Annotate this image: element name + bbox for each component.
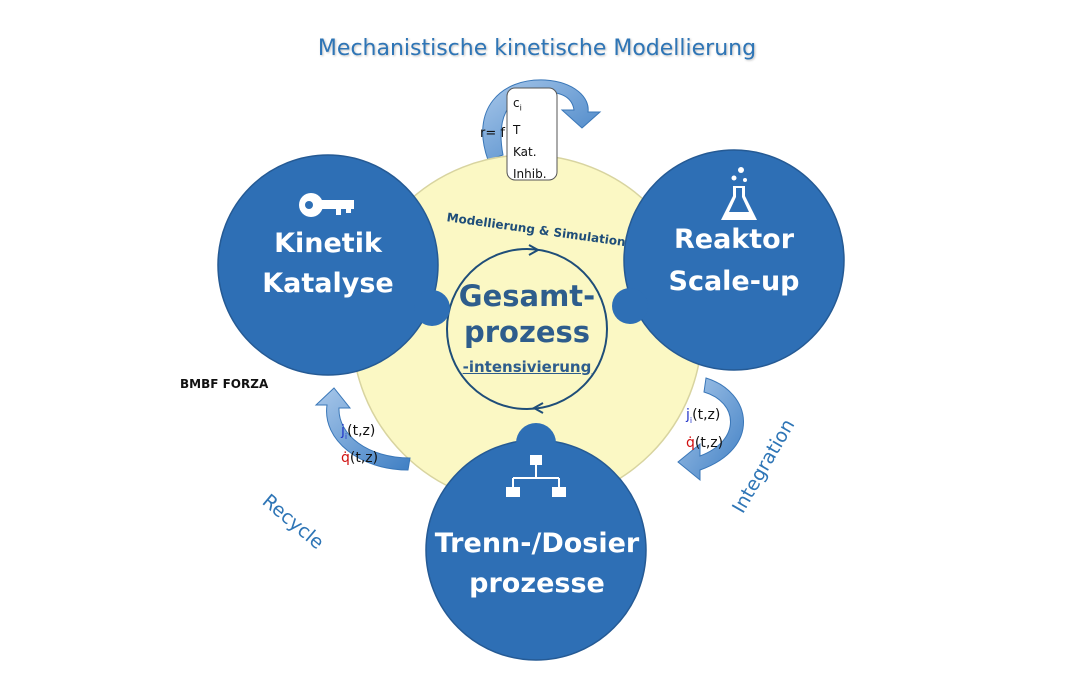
rate-equation-lhs: r= f [480, 126, 505, 141]
reaktor-node [623, 149, 845, 371]
flux-right-q-symbol: q̇ [686, 435, 695, 451]
flux-left-q-args: (t,z) [349, 450, 379, 466]
flux-right-j: ji(t,z) [686, 407, 720, 425]
rate-variable-bracket [506, 87, 558, 181]
kinetik-label-line1: Kinetik [274, 228, 382, 259]
recycle-arrow [314, 387, 411, 471]
diagram-title: Mechanistische kinetische Modellierung [317, 36, 757, 61]
trenn-label-line1: Trenn-/Dosier [434, 528, 640, 559]
flask-icon [721, 167, 757, 220]
rate-variable-c-subscript: i [519, 103, 522, 113]
rate-variable-c: c [513, 96, 520, 110]
flux-left-q: q̇(t,z) [341, 450, 378, 466]
reaktor-label-line1: Reaktor [673, 224, 795, 255]
flux-left-j: ji(t,z) [341, 423, 375, 441]
trenn-label-line2: prozesse [469, 568, 605, 599]
reaktor-label-line2: Scale-up [668, 266, 800, 297]
kinetik-node [217, 154, 439, 376]
bmbf-label: BMBF FORZA [180, 377, 269, 391]
reaktor-node-connector [612, 288, 648, 324]
trenn-node-connector [516, 423, 556, 463]
hierarchy-icon [506, 455, 566, 497]
flux-right-j-subscript: i [689, 415, 693, 425]
flux-right-q: q̇(t,z) [686, 435, 723, 451]
key-icon [299, 193, 354, 217]
center-subtitle: -intensivierung [462, 358, 592, 376]
flux-left-j-subscript: i [344, 431, 348, 441]
center-title-line2: prozess [463, 315, 591, 349]
flux-left-j-args: (t,z) [347, 423, 376, 439]
flux-right-j-args: (t,z) [692, 407, 721, 423]
rate-variable-list: ci T Kat. Inhib. [513, 92, 547, 185]
flux-left-j-symbol: j [341, 423, 345, 439]
kinetik-label-line2: Katalyse [262, 268, 394, 299]
rate-variable-inhib: Inhib. [513, 167, 547, 182]
rate-variable-kat: Kat. [513, 145, 537, 160]
rate-variable-t: T [513, 123, 521, 138]
flux-right-q-args: (t,z) [694, 435, 724, 451]
flux-right-j-symbol: j [686, 407, 690, 423]
center-cycle-ring [446, 248, 608, 410]
integration-arrow [677, 377, 744, 482]
ring-chevron-top [528, 244, 541, 256]
flux-left-q-symbol: q̇ [341, 450, 350, 466]
center-title-line1: Gesamt- [458, 279, 596, 313]
kinetik-node-connector [414, 290, 450, 326]
ring-chevron-bottom [531, 402, 544, 414]
